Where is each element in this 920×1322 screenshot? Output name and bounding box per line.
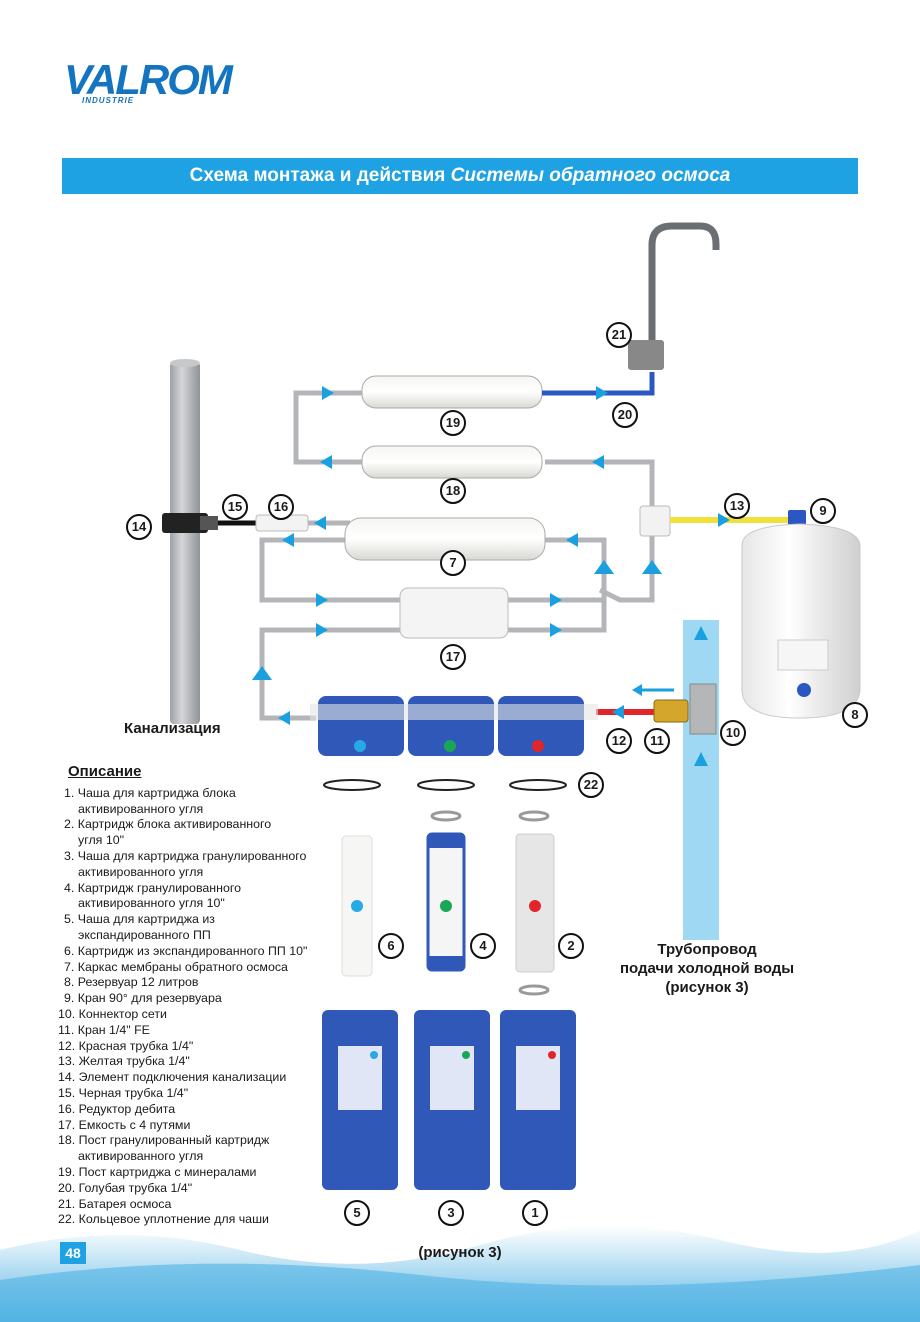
callout-6: 6 <box>378 933 404 959</box>
callout-4: 4 <box>470 933 496 959</box>
sewer-label: Канализация <box>124 720 221 737</box>
sewer-pipe <box>170 362 200 724</box>
description-item: 9. Кран 90° для резервуара <box>64 991 222 1006</box>
description-item: 10. Коннектор сети <box>58 1006 167 1021</box>
callout-10: 10 <box>720 720 746 746</box>
callout-22: 22 <box>578 772 604 798</box>
description-item: 5. Чаша для картриджа из <box>64 912 215 927</box>
description-item: активированного угля <box>78 801 204 816</box>
description-item: активированного угля <box>78 864 204 879</box>
description-item: 18. Пост гранулированный картридж <box>58 1133 270 1148</box>
flow-arrows <box>252 386 730 766</box>
callout-7: 7 <box>440 550 466 576</box>
description-item: 16. Редуктор дебита <box>58 1101 176 1116</box>
description-item: 17. Емкость с 4 путями <box>58 1117 191 1132</box>
description-item: 3. Чаша для картриджа гранулированного <box>64 848 307 863</box>
logo-text: VALROM <box>64 56 233 103</box>
four-way-valve <box>399 587 509 639</box>
network-connector <box>689 683 717 735</box>
valrom-logo: VALROM INDUSTRIE <box>64 56 244 112</box>
callout-19: 19 <box>440 410 466 436</box>
water-wave <box>0 1263 920 1322</box>
pipeline-label: Трубопровод подачи холодной воды (рисуно… <box>596 940 818 997</box>
pipeline-label-line3: (рисунок 3) <box>665 979 749 996</box>
description-item: угля 10" <box>78 833 125 848</box>
callout-8: 8 <box>842 702 868 728</box>
description-item: 6. Картридж из экспандированного ПП 10" <box>64 943 308 958</box>
filter-housings-assembly <box>310 696 598 756</box>
description-title: Описание <box>68 763 142 780</box>
description-item: 2. Картридж блока активированного <box>64 817 272 832</box>
callout-21: 21 <box>606 322 632 348</box>
feed-valve <box>653 699 689 723</box>
dot-blue <box>354 740 366 752</box>
page-number: 48 <box>60 1242 86 1264</box>
callout-9: 9 <box>810 498 836 524</box>
pipeline-label-line2: подачи холодной воды <box>619 960 795 977</box>
sewer-pipe-top <box>170 359 200 367</box>
description-item: 12. Красная трубка 1/4" <box>58 1038 194 1053</box>
description-item: 14. Элемент подключения канализации <box>58 1070 287 1085</box>
description-list: 1. Чаша для картриджа блока активированн… <box>58 785 354 1228</box>
storage-tank <box>741 523 861 719</box>
filter-bowls <box>322 1010 576 1190</box>
description-item: 21. Батарея осмоса <box>58 1196 172 1211</box>
o-rings <box>323 779 567 791</box>
figure-caption: (рисунок 3) <box>418 1244 502 1261</box>
callout-11: 11 <box>644 728 670 754</box>
faucet-base <box>628 340 664 370</box>
title-italic: Системы обратного осмоса <box>450 165 731 186</box>
callout-1: 1 <box>522 1200 548 1226</box>
callout-15: 15 <box>222 494 248 520</box>
description-legend: Описание 1. Чаша для картриджа блока акт… <box>58 763 354 1228</box>
description-item: 4. Картридж гранулированного <box>64 880 242 895</box>
callout-20: 20 <box>612 402 638 428</box>
callout-12: 12 <box>606 728 632 754</box>
tee-fitting <box>639 505 671 537</box>
description-item: 15. Черная трубка 1/4" <box>58 1085 189 1100</box>
description-item: активированного угля <box>78 1149 204 1164</box>
description-item: 8. Резервуар 12 литров <box>64 975 199 990</box>
callout-5: 5 <box>344 1200 370 1226</box>
callout-18: 18 <box>440 478 466 504</box>
title-banner: Схема монтажа и действия Системы обратно… <box>62 158 858 194</box>
title-plain: Схема монтажа и действия <box>189 165 451 186</box>
blue-tube <box>542 372 655 396</box>
description-item: 19. Пост картриджа с минералами <box>58 1164 257 1179</box>
description-item: экспандированного ПП <box>78 927 211 942</box>
description-item: 20. Голубая трубка 1/4" <box>58 1180 193 1195</box>
description-item: 11. Кран 1/4" FE <box>58 1022 150 1037</box>
carbon-post-cartridge <box>361 445 543 479</box>
sewer-clamp <box>162 513 208 533</box>
dot-red <box>532 740 544 752</box>
callout-16: 16 <box>268 494 294 520</box>
description-item: 1. Чаша для картриджа блока <box>64 785 236 800</box>
dot-green <box>444 740 456 752</box>
callout-3: 3 <box>438 1200 464 1226</box>
callout-17: 17 <box>440 644 466 670</box>
callout-14: 14 <box>126 514 152 540</box>
description-item: 7. Каркас мембраны обратного осмоса <box>64 959 288 974</box>
mineral-cartridge <box>361 375 543 409</box>
description-item: 13. Желтая трубка 1/4" <box>58 1054 190 1069</box>
callout-2: 2 <box>558 933 584 959</box>
description-item: активированного угля 10" <box>78 896 225 911</box>
description-item: 22. Кольцевое уплотнение для чаши <box>58 1212 269 1227</box>
logo-subtitle: INDUSTRIE <box>82 96 135 105</box>
callout-13: 13 <box>724 493 750 519</box>
cold-water-pipe <box>683 620 719 940</box>
pipeline-label-line1: Трубопровод <box>657 941 757 958</box>
sewer-clamp-fitting <box>200 516 218 530</box>
faucet <box>648 222 720 370</box>
